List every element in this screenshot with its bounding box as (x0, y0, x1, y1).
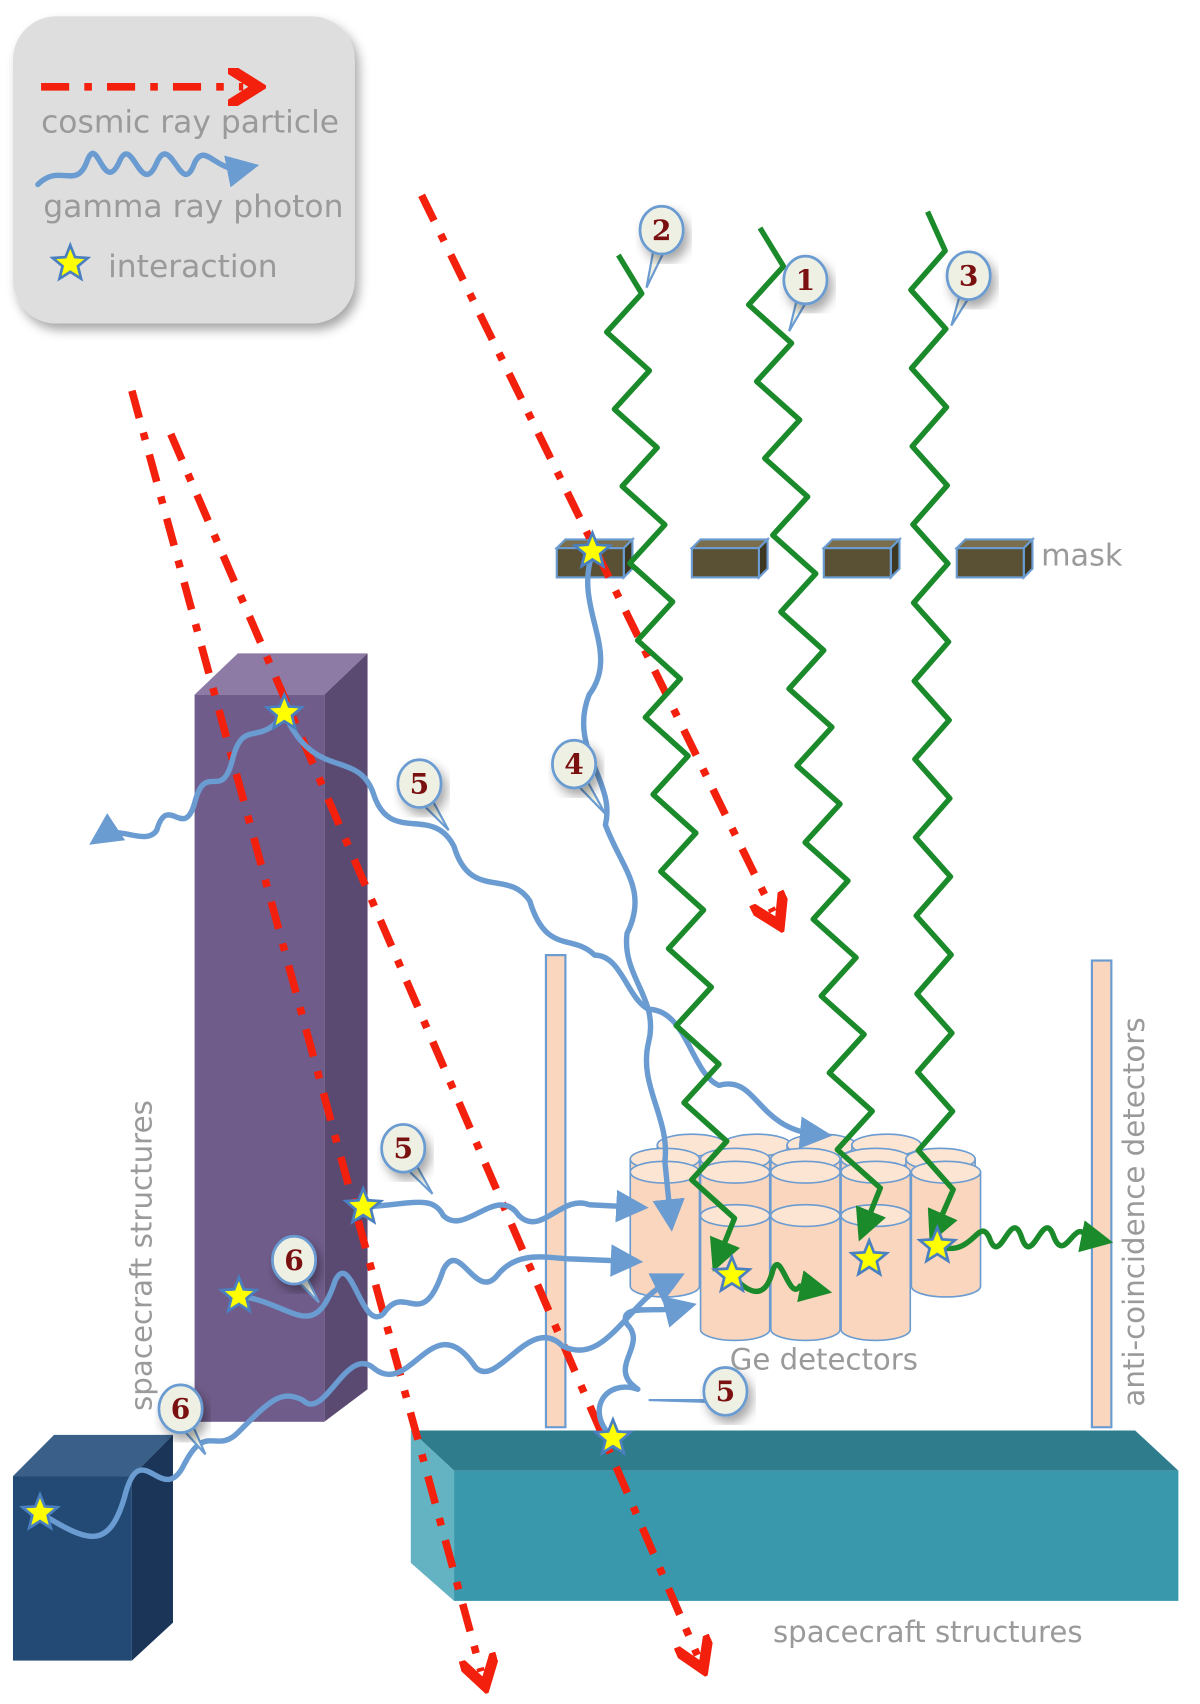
callout-2: 2 (638, 204, 685, 289)
callout-labels: 2 1 3 4 5 5 6 6 5 (157, 204, 992, 1456)
spacecraft-structures-bottom-label: spacecraft structures (773, 1615, 1083, 1649)
anti-coincidence-detector-right (1090, 959, 1113, 1429)
teal-base-structure (410, 1430, 1179, 1601)
gamma-photon-path-5 (281, 710, 833, 1149)
legend-box (12, 16, 355, 324)
callout-6: 6 (271, 1234, 320, 1304)
gamma-photon-path-4 (581, 550, 685, 1232)
anti-coincidence-detector-left (544, 954, 567, 1429)
callout-number: 1 (796, 264, 816, 297)
callout-4: 4 (551, 738, 607, 815)
callout-number: 4 (564, 748, 584, 781)
gamma-photon-path-1 (745, 226, 886, 1242)
legend-gamma-ray-label: gamma ray photon (43, 189, 343, 225)
star-icon (342, 1184, 385, 1225)
gamma-photon-path-3 (908, 210, 958, 1244)
gamma-photon-scatter-path (89, 710, 288, 845)
gamma-photon-path-2 (604, 253, 741, 1272)
callout-number: 5 (393, 1132, 413, 1165)
gamma-photon-path-6 (236, 1244, 644, 1320)
star-icon (49, 241, 92, 282)
legend-interaction-label: interaction (108, 249, 278, 285)
callout-5: 5 (396, 758, 450, 832)
star-icon (19, 1490, 61, 1531)
callout-number: 6 (284, 1244, 304, 1277)
dark-blue-box-structure (12, 1434, 173, 1661)
legend: cosmic ray particle gamma ray photon int… (12, 16, 355, 324)
callout-1: 1 (782, 254, 829, 332)
callout-5: 5 (380, 1123, 434, 1195)
mask-element (689, 536, 771, 581)
callout-number: 5 (410, 767, 430, 800)
gamma-photon-path-6 (37, 1273, 685, 1540)
gamma-photon-path-5 (596, 1295, 697, 1441)
mask-element (821, 536, 903, 581)
gamma-photon-escape-path (729, 1262, 833, 1303)
legend-cosmic-ray-label: cosmic ray particle (41, 104, 339, 140)
callout-number: 2 (652, 214, 672, 247)
ge-detectors-label: Ge detectors (730, 1343, 918, 1377)
callout-5: 5 (648, 1366, 749, 1417)
gamma-photon-path-5 (360, 1189, 649, 1225)
cosmic-ray-track (128, 389, 481, 1672)
callout-3: 3 (945, 250, 992, 327)
coded-mask (554, 536, 1036, 581)
callout-6: 6 (157, 1383, 207, 1456)
star-icon (710, 1253, 753, 1294)
callout-number: 6 (171, 1393, 191, 1426)
star-icon (263, 690, 306, 732)
anti-coincidence-label: anti-coincidence detectors (1117, 1017, 1151, 1406)
star-icon (916, 1223, 959, 1264)
mask-label: mask (1041, 538, 1123, 573)
star-icon (848, 1236, 891, 1277)
interaction-markers (19, 529, 959, 1531)
gamma-ray-legend-icon (35, 150, 260, 188)
star-icon (217, 1273, 260, 1314)
star-icon (49, 241, 92, 282)
star-icon (592, 1416, 634, 1457)
callout-number: 5 (716, 1375, 736, 1408)
cosmic-ray-track (167, 432, 697, 1655)
star-icon (571, 529, 614, 570)
callout-number: 3 (959, 259, 979, 292)
gamma-photon-escape-path (936, 1220, 1114, 1253)
mask-element (954, 536, 1036, 581)
spacecraft-structures-side-label: spacecraft structures (124, 1100, 158, 1411)
